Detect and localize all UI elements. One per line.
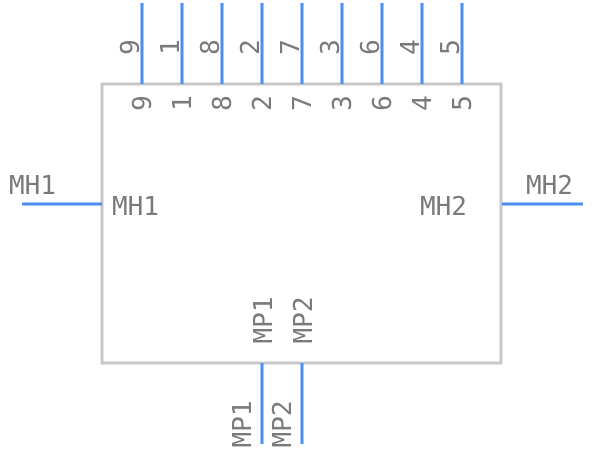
pin-outer-label: 3 xyxy=(316,39,346,55)
top-pin-9[interactable]: 9 9 xyxy=(116,3,158,111)
top-pin-4[interactable]: 4 4 xyxy=(396,3,438,111)
pin-outer-label: 8 xyxy=(196,39,226,55)
pin-inner-label: MH1 xyxy=(112,192,159,222)
bottom-pins-group: MP1 MP1 MP2 MP2 xyxy=(228,297,319,448)
pin-inner-label: 2 xyxy=(248,95,278,111)
bottom-pin-mp1[interactable]: MP1 MP1 xyxy=(228,297,279,448)
top-pin-1[interactable]: 1 1 xyxy=(156,3,198,111)
pin-inner-label: 1 xyxy=(168,95,198,111)
pin-outer-label: 7 xyxy=(276,39,306,55)
top-pin-6[interactable]: 6 6 xyxy=(356,3,398,111)
top-pin-3[interactable]: 3 3 xyxy=(316,3,358,111)
top-pins-group: 9 9 1 1 8 8 2 2 7 7 3 3 6 xyxy=(116,3,478,111)
pin-outer-label: MP2 xyxy=(268,401,298,448)
pin-inner-label: MP2 xyxy=(289,297,319,344)
pin-outer-label: 9 xyxy=(116,39,146,55)
pin-inner-label: 6 xyxy=(368,95,398,111)
pin-outer-label: 5 xyxy=(436,39,466,55)
top-pin-2[interactable]: 2 2 xyxy=(236,3,278,111)
pin-outer-label: MP1 xyxy=(228,401,258,448)
pin-outer-label: 4 xyxy=(396,39,426,55)
pin-inner-label: 5 xyxy=(448,95,478,111)
pin-outer-label: MH2 xyxy=(526,171,573,201)
pin-outer-label: 1 xyxy=(156,39,186,55)
top-pin-5[interactable]: 5 5 xyxy=(436,3,478,111)
pin-outer-label: MH1 xyxy=(9,171,56,201)
pin-inner-label: 7 xyxy=(288,95,318,111)
pin-inner-label: 9 xyxy=(128,95,158,111)
bottom-pin-mp2[interactable]: MP2 MP2 xyxy=(268,297,319,448)
pin-outer-label: 2 xyxy=(236,39,266,55)
pin-outer-label: 6 xyxy=(356,39,386,55)
pin-inner-label: MH2 xyxy=(420,192,467,222)
pin-inner-label: 4 xyxy=(408,95,438,111)
component-body xyxy=(100,82,503,365)
pin-inner-label: MP1 xyxy=(249,297,279,344)
right-pin-mh2[interactable]: MH2 MH2 xyxy=(420,171,583,222)
top-pin-8[interactable]: 8 8 xyxy=(196,3,238,111)
pin-inner-label: 3 xyxy=(328,95,358,111)
left-pin-mh1[interactable]: MH1 MH1 xyxy=(9,171,159,222)
top-pin-7[interactable]: 7 7 xyxy=(276,3,318,111)
pin-inner-label: 8 xyxy=(208,95,238,111)
